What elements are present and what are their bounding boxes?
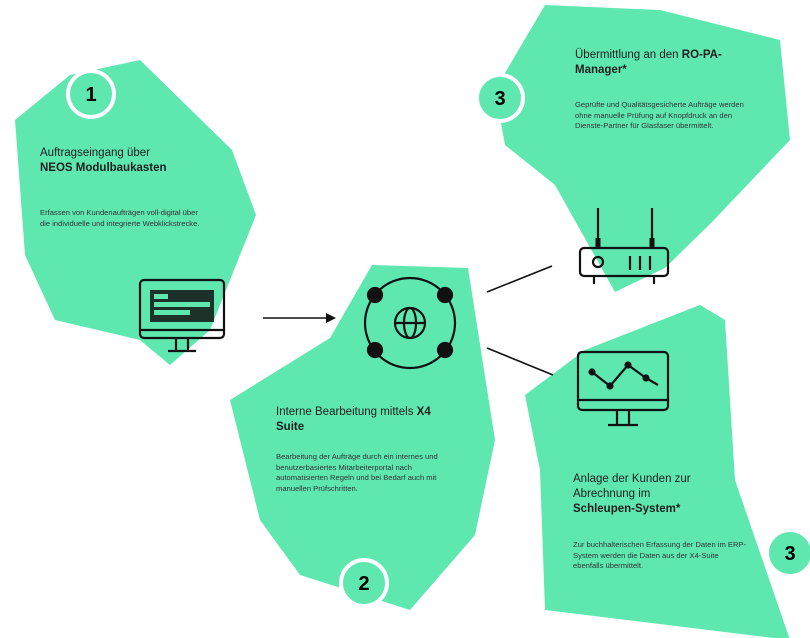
step-1-badge [66,69,116,119]
step-3b-badge [765,528,810,578]
globe-network-icon [363,276,457,370]
step-1-body: Erfassen von Kundenaufträ­gen voll-digit… [40,208,200,228]
step-1-title-plain: Auftragseingang über [40,147,150,159]
step-3a-title-bold: RO-PA-Manager* [575,49,722,76]
step-3a-body: Geprüfte und Qualitätsgesi­cherte Aufträ… [575,100,744,130]
step-1-number: 1 [85,84,96,106]
connector-2-to-3a [486,265,553,293]
step-1-title: Auftragseingang über NEOS Modulbaukasten [40,146,220,176]
step-3a-title-plain: Übermittlung an den [575,49,679,61]
step-1-title-bold: NEOS Modulbaukasten [40,162,167,174]
step-3a-badge [475,73,525,123]
router-icon [578,208,670,284]
step-3a-title: Übermittlung an den RO-PA-Manager* [575,48,760,78]
step-2-title-bold: X4 Suite [276,406,431,433]
step-3b-shape [525,305,790,638]
step-2-body: Bearbeitung der Aufträge durch ein inter… [276,452,438,493]
step-1-shape [15,60,256,365]
step-3a-number: 3 [494,88,505,110]
monitor-form-icon [138,278,226,353]
step-3b-body: Zur buchhalterischen Erfas­sung der Date… [573,540,747,570]
arrow-1-to-2-head [326,313,336,323]
step-2-badge [339,558,389,608]
step-3b-number: 3 [784,543,795,565]
step-2-title-plain: Interne Bearbeitung mittels [276,406,414,418]
step-3b-title-bold: Schleupen-System* [573,503,681,515]
step-2-title: Interne Bearbeitung mittels X4 Suite [276,405,456,435]
monitor-chart-icon [576,350,670,427]
step-2-number: 2 [358,573,369,595]
step-3b-title-plain: Anlage der Kunden zur Abrechnung im [573,473,691,500]
step-3b-title: Anlage der Kunden zur Abrechnung im Schl… [573,472,733,517]
step-2-shape [230,265,495,610]
step-3a-shape [495,5,790,292]
connector-2-to-3b [486,347,554,376]
